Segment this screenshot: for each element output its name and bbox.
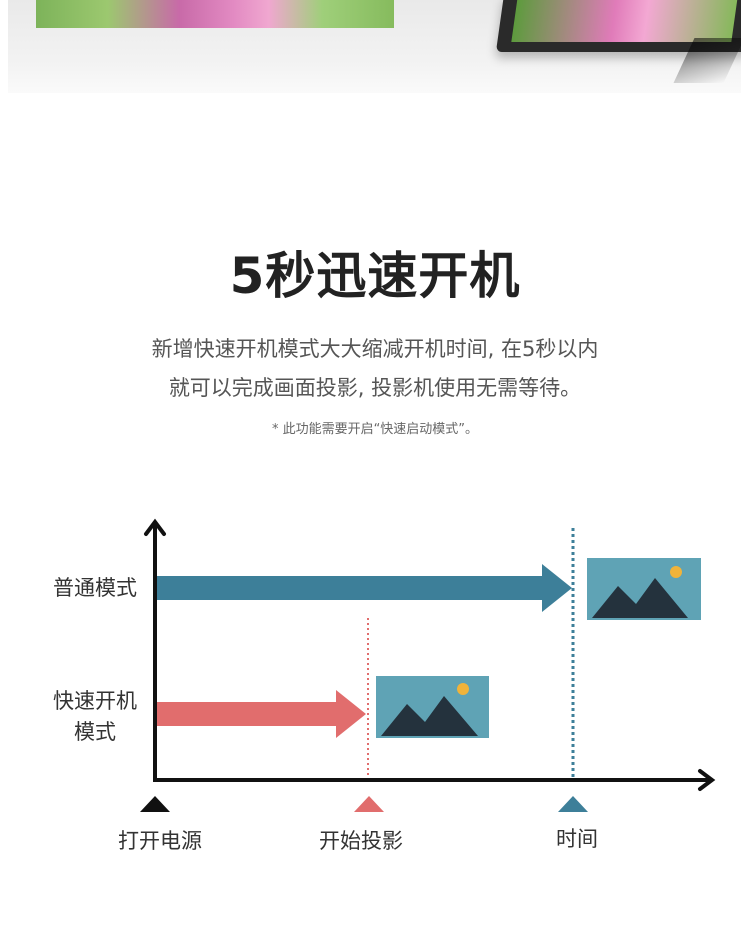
- x-axis-arrowhead: [698, 769, 716, 791]
- hero-banner: [8, 0, 741, 93]
- label-time: 时间: [556, 827, 598, 851]
- picture-icon-fast: [376, 676, 489, 738]
- section-title: 5秒迅速开机: [229, 247, 521, 305]
- time-marker: [558, 796, 588, 812]
- tablet-screen: [511, 0, 738, 42]
- normal-mode-arrow: [157, 564, 572, 612]
- y-axis-arrowhead: [144, 518, 166, 536]
- description-line-2: 就可以完成画面投影, 投影机使用无需等待。: [168, 376, 582, 400]
- label-start-projection: 开始投影: [319, 829, 403, 853]
- row-label-fast-line2: 模式: [74, 720, 116, 744]
- footnote: * 此功能需要开启“快速启动模式”。: [271, 422, 479, 437]
- row-label-fast-line1: 快速开机: [53, 689, 137, 713]
- power-on-marker: [140, 796, 170, 812]
- picture-icon-normal: [587, 558, 701, 620]
- row-label-normal: 普通模式: [53, 576, 137, 600]
- description-line-1: 新增快速开机模式大大缩减开机时间, 在5秒以内: [151, 337, 599, 361]
- label-power-on: 打开电源: [118, 829, 202, 853]
- start-projection-marker: [354, 796, 384, 812]
- boot-time-diagram: 普通模式 快速开机 模式 打开电源 开始投影 时间: [53, 518, 716, 853]
- fast-boot-arrow: [157, 690, 366, 738]
- flower-photo: [36, 0, 394, 28]
